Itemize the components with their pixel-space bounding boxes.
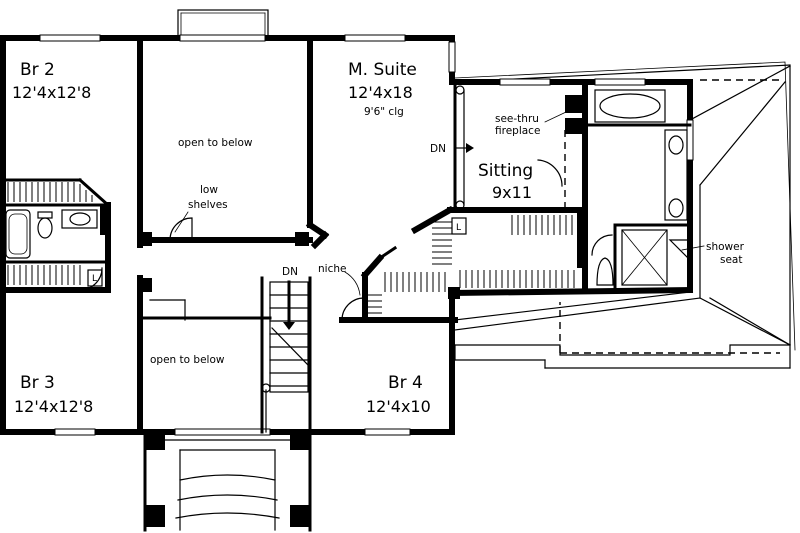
interior-walls	[0, 35, 692, 435]
closet-br3	[7, 265, 81, 285]
label-linen-br3: L	[92, 274, 97, 284]
room-size-br4: 12'4x10	[366, 397, 431, 416]
bay-window-top	[177, 9, 269, 39]
note-niche: niche	[318, 263, 346, 275]
closet-br2	[7, 182, 93, 202]
labels: Br 2 12'4x12'8 open to below low shelves…	[12, 60, 745, 416]
note-low: low	[200, 184, 218, 196]
room-size-msuite: 12'4x18	[348, 83, 413, 102]
sink-vanity	[61, 209, 98, 229]
room-name-br4: Br 4	[388, 373, 423, 393]
stairs	[261, 280, 309, 433]
bathtub	[5, 209, 31, 259]
master-toilet	[596, 257, 614, 286]
room-name-br2: Br 2	[20, 60, 55, 80]
master-vanity	[664, 129, 688, 221]
room-ceiling-msuite: 9'6" clg	[364, 106, 404, 118]
doors	[79, 159, 613, 321]
door-br4	[341, 297, 365, 321]
label-dn-stair: DN	[282, 266, 298, 278]
closet-sitting	[459, 215, 575, 288]
room-name-msuite: M. Suite	[348, 60, 417, 80]
note-seat: seat	[720, 254, 742, 266]
room-name-sitting: Sitting	[478, 161, 533, 181]
closet-br4	[368, 272, 446, 314]
roof-outline	[454, 61, 796, 369]
room-size-br2: 12'4x12'8	[12, 83, 91, 102]
note-open-to-below-top: open to below	[178, 137, 253, 149]
room-name-br3: Br 3	[20, 373, 55, 393]
door-sitting	[537, 159, 563, 187]
closet-msuite	[432, 221, 452, 265]
bathroom-fixtures	[5, 89, 689, 286]
toilet	[37, 217, 53, 239]
front-porch	[143, 430, 312, 532]
shower	[621, 229, 668, 286]
windows	[39, 34, 694, 436]
room-size-sitting: 9x11	[492, 183, 532, 202]
msuite-dn-arrow	[454, 85, 474, 210]
label-linen-sitting: L	[456, 223, 461, 233]
master-tub	[594, 89, 666, 123]
note-shelves: shelves	[188, 199, 228, 211]
door-master-bath	[591, 234, 613, 256]
label-dn-msuite: DN	[430, 143, 446, 155]
door-br3	[79, 267, 103, 291]
closets	[7, 182, 575, 314]
door-open-below	[169, 217, 193, 241]
note-see-thru: see-thru	[495, 113, 539, 125]
note-fireplace: fireplace	[495, 125, 540, 137]
note-shower: shower	[706, 241, 745, 253]
note-open-to-below-stair: open to below	[150, 354, 225, 366]
room-size-br3: 12'4x12'8	[14, 397, 93, 416]
